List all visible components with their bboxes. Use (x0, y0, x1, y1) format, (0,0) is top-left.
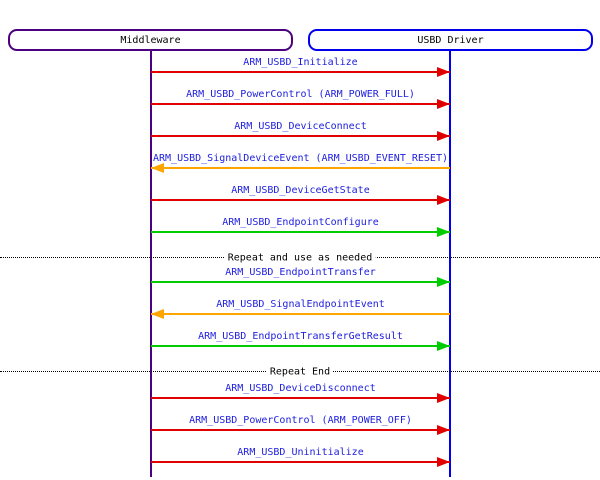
message-label: ARM_USBD_EndpointConfigure (222, 217, 379, 228)
message-arrow-line (151, 429, 450, 431)
message-arrow-line (151, 397, 450, 399)
message-arrow-line (151, 313, 450, 315)
divider-label: Repeat and use as needed (224, 252, 376, 264)
message-arrow-line (151, 199, 450, 201)
arrowhead-right-icon (437, 425, 450, 435)
message-label: ARM_USBD_Initialize (243, 57, 358, 68)
lifeline-middleware (150, 51, 152, 477)
message-label: ARM_USBD_DeviceDisconnect (225, 383, 376, 394)
arrowhead-left-icon (151, 163, 164, 173)
arrowhead-right-icon (437, 131, 450, 141)
divider-label: Repeat End (266, 366, 334, 378)
message-arrow-line (151, 167, 450, 169)
message-label: ARM_USBD_PowerControl (ARM_POWER_FULL) (186, 89, 415, 100)
arrowhead-left-icon (151, 309, 164, 319)
arrowhead-right-icon (437, 195, 450, 205)
message-arrow-line (151, 231, 450, 233)
message-label: ARM_USBD_DeviceGetState (231, 185, 370, 196)
message-arrow-line (151, 461, 450, 463)
arrowhead-right-icon (437, 277, 450, 287)
message-label: ARM_USBD_PowerControl (ARM_POWER_OFF) (189, 415, 412, 426)
message-arrow-line (151, 281, 450, 283)
message-arrow-line (151, 103, 450, 105)
message-label: ARM_USBD_DeviceConnect (234, 121, 367, 132)
message-label: ARM_USBD_EndpointTransfer (225, 267, 376, 278)
actor-label-usbd-driver: USBD Driver (417, 34, 484, 46)
arrowhead-right-icon (437, 99, 450, 109)
arrowhead-right-icon (437, 393, 450, 403)
actor-box-usbd-driver: USBD Driver (308, 29, 593, 51)
arrowhead-right-icon (437, 227, 450, 237)
message-arrow-line (151, 71, 450, 73)
message-label: ARM_USBD_EndpointTransferGetResult (198, 331, 403, 342)
actor-box-middleware: Middleware (8, 29, 293, 51)
lifeline-usbd-driver (449, 51, 451, 477)
message-label: ARM_USBD_SignalDeviceEvent (ARM_USBD_EVE… (152, 153, 448, 164)
message-arrow-line (151, 135, 450, 137)
message-label: ARM_USBD_SignalEndpointEvent (216, 299, 385, 310)
message-label: ARM_USBD_Uninitialize (237, 447, 364, 458)
message-arrow-line (151, 345, 450, 347)
actor-label-middleware: Middleware (120, 34, 181, 46)
arrowhead-right-icon (437, 67, 450, 77)
arrowhead-right-icon (437, 341, 450, 351)
arrowhead-right-icon (437, 457, 450, 467)
